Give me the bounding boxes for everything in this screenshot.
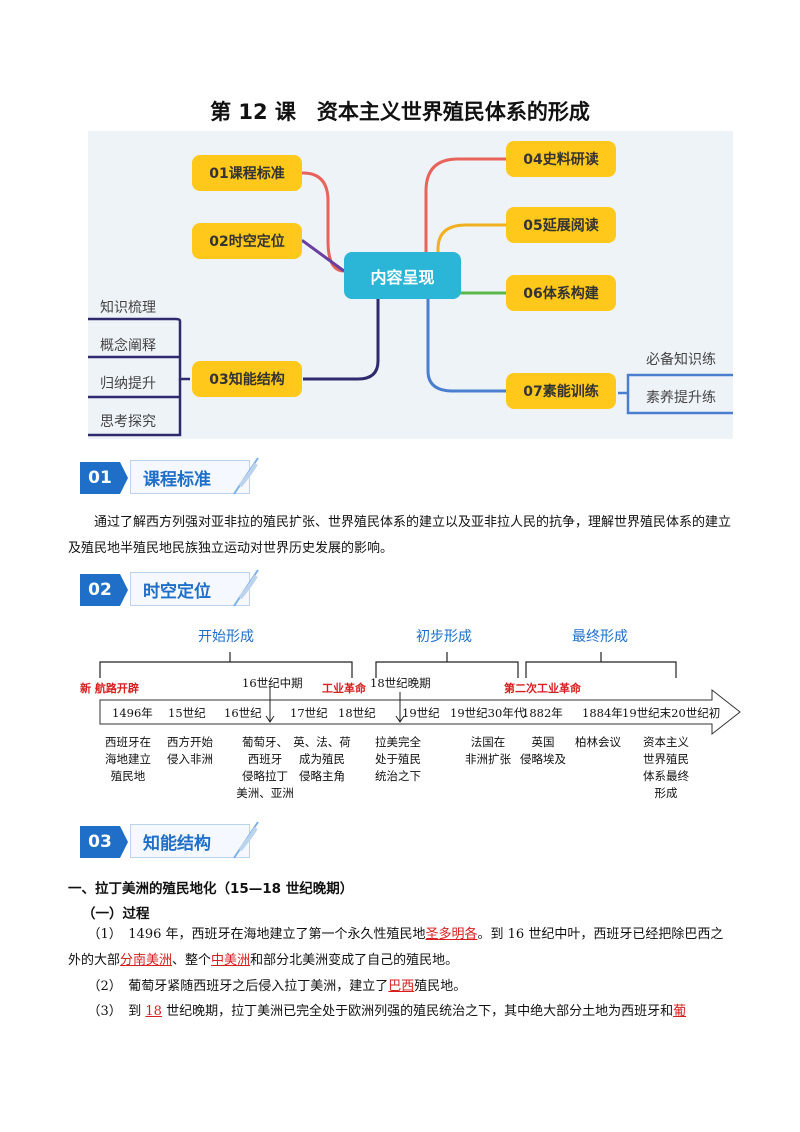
timeline-graphic — [99, 652, 741, 736]
event-eng-fra-ned: 英、法、荷 成为殖民 侵略主角 — [293, 735, 351, 783]
answer-blank: 巴西 — [388, 979, 415, 994]
section-label: 课程标准 — [130, 460, 250, 494]
text: （2） 葡萄牙紧随西班牙之后侵入拉丁美洲，建立了 — [87, 979, 389, 994]
section-number: 03 — [80, 826, 128, 858]
quill-icon — [233, 457, 259, 495]
heading-process: （一）过程 — [82, 906, 150, 922]
tick-18c: 18世纪 — [338, 706, 376, 720]
node-source-reading: 04史料研读 — [506, 141, 616, 177]
tick-15c: 15世纪 — [168, 706, 206, 720]
mind-map: 01课程标准 02时空定位 03知能结构 内容呈现 04史料研读 05延展阅读 … — [88, 131, 733, 439]
answer-blank: 分南美洲 — [120, 953, 173, 968]
timeline: 开始形成 初步形成 最终形成 16世纪中期 18世纪晚期 新 航路开辟 工业革命… — [60, 620, 760, 810]
standard-paragraph: 通过了解西方列强对亚非拉的殖民扩张、世界殖民体系的建立以及亚非拉人民的抗争，理解… — [68, 515, 732, 556]
section-header-03: 03 知能结构 — [80, 820, 260, 862]
node-skill-training: 07素能训练 — [506, 373, 616, 409]
text: 世纪晚期，拉丁美洲已完全处于欧洲列强的殖民统治之下，其中绝大部分土地为西班牙和 — [161, 1004, 674, 1019]
node-extended-reading: 05延展阅读 — [506, 207, 616, 243]
node-course-standard: 01课程标准 — [192, 155, 302, 191]
node-center: 内容呈现 — [344, 252, 461, 299]
answer-blank: 18 — [145, 1004, 162, 1019]
heading-latin-america: 一、拉丁美洲的殖民地化（15—18 世纪晚期） — [68, 881, 354, 897]
sub-literacy-practice: 素养提升练 — [646, 390, 716, 406]
label-second-industrial-rev: 第二次工业革命 — [504, 682, 581, 695]
text: 。到 16 世纪中叶，西班牙已经把除巴西之外的大部 — [68, 927, 724, 968]
text: （3） 到 — [87, 1004, 146, 1019]
sub-concept-explain: 概念阐释 — [100, 338, 156, 354]
label-new-route: 新 航路开辟 — [80, 682, 139, 695]
event-latin-america: 拉美完全 处于殖民 统治之下 — [375, 735, 421, 783]
phase-start: 开始形成 — [198, 629, 254, 645]
section-label: 知能结构 — [130, 824, 250, 858]
paragraph-3: （3） 到 18 世纪晚期，拉丁美洲已完全处于欧洲列强的殖民统治之下，其中绝大部… — [68, 999, 732, 1025]
event-berlin: 柏林会议 — [575, 735, 621, 749]
node-system-building: 06体系构建 — [506, 275, 616, 311]
tick-19c-end: 19世纪末20世纪初 — [622, 706, 721, 720]
answer-blank: 圣多明各 — [425, 927, 478, 942]
text: 、整个 — [172, 953, 212, 968]
sub-thinking: 思考探究 — [100, 414, 156, 430]
quill-icon — [233, 569, 259, 607]
tick-19c-30s: 19世纪30年代 — [450, 706, 526, 720]
tick-1884: 1884年 — [582, 706, 623, 720]
tick-1882: 1882年 — [522, 706, 563, 720]
event-haiti: 西班牙在 海地建立 殖民地 — [105, 735, 151, 783]
event-france-africa: 法国在 非洲扩张 — [465, 735, 511, 766]
event-africa: 西方开始 侵入非洲 — [167, 735, 213, 766]
sub-induction: 归纳提升 — [100, 376, 156, 392]
answer-blank: 中美洲 — [211, 953, 251, 968]
event-egypt: 英国 侵略埃及 — [520, 735, 566, 766]
section-label: 时空定位 — [130, 572, 250, 606]
label-18c-late: 18世纪晚期 — [370, 676, 431, 690]
tick-19c: 19世纪 — [402, 706, 440, 720]
label-16c-mid: 16世纪中期 — [242, 676, 303, 690]
paragraph-2: （2） 葡萄牙紧随西班牙之后侵入拉丁美洲，建立了巴西殖民地。 — [68, 974, 732, 1000]
sub-knowledge-sort: 知识梳理 — [100, 300, 156, 316]
text: 和部分北美洲变成了自己的殖民地。 — [250, 953, 459, 968]
label-industrial-rev: 工业革命 — [322, 682, 366, 695]
paragraph-1: （1） 1496 年，西班牙在海地建立了第一个永久性殖民地圣多明各。到 16 世… — [68, 922, 732, 974]
tick-1496: 1496年 — [112, 706, 153, 720]
quill-icon — [233, 821, 259, 859]
text: （1） 1496 年，西班牙在海地建立了第一个永久性殖民地 — [87, 927, 426, 942]
event-portugal-spain: 葡萄牙、 西班牙 侵略拉丁 美洲、亚洲 — [236, 735, 294, 800]
node-knowledge-structure: 03知能结构 — [192, 361, 302, 397]
section-header-01: 01 课程标准 — [80, 456, 260, 498]
section-number: 01 — [80, 462, 128, 494]
section-number: 02 — [80, 574, 128, 606]
node-time-space: 02时空定位 — [192, 223, 302, 259]
phase-initial: 初步形成 — [416, 629, 472, 645]
phase-final: 最终形成 — [572, 629, 628, 645]
tick-17c: 17世纪 — [290, 706, 328, 720]
page-title: 第 12 课 资本主义世界殖民体系的形成 — [210, 100, 590, 124]
sub-essential-practice: 必备知识练 — [646, 352, 716, 368]
text: 殖民地。 — [414, 979, 467, 994]
section-header-02: 02 时空定位 — [80, 568, 260, 610]
answer-blank: 葡 — [673, 1004, 687, 1019]
event-final-formation: 资本主义 世界殖民 体系最终 形成 — [643, 735, 689, 800]
tick-16c: 16世纪 — [224, 706, 262, 720]
